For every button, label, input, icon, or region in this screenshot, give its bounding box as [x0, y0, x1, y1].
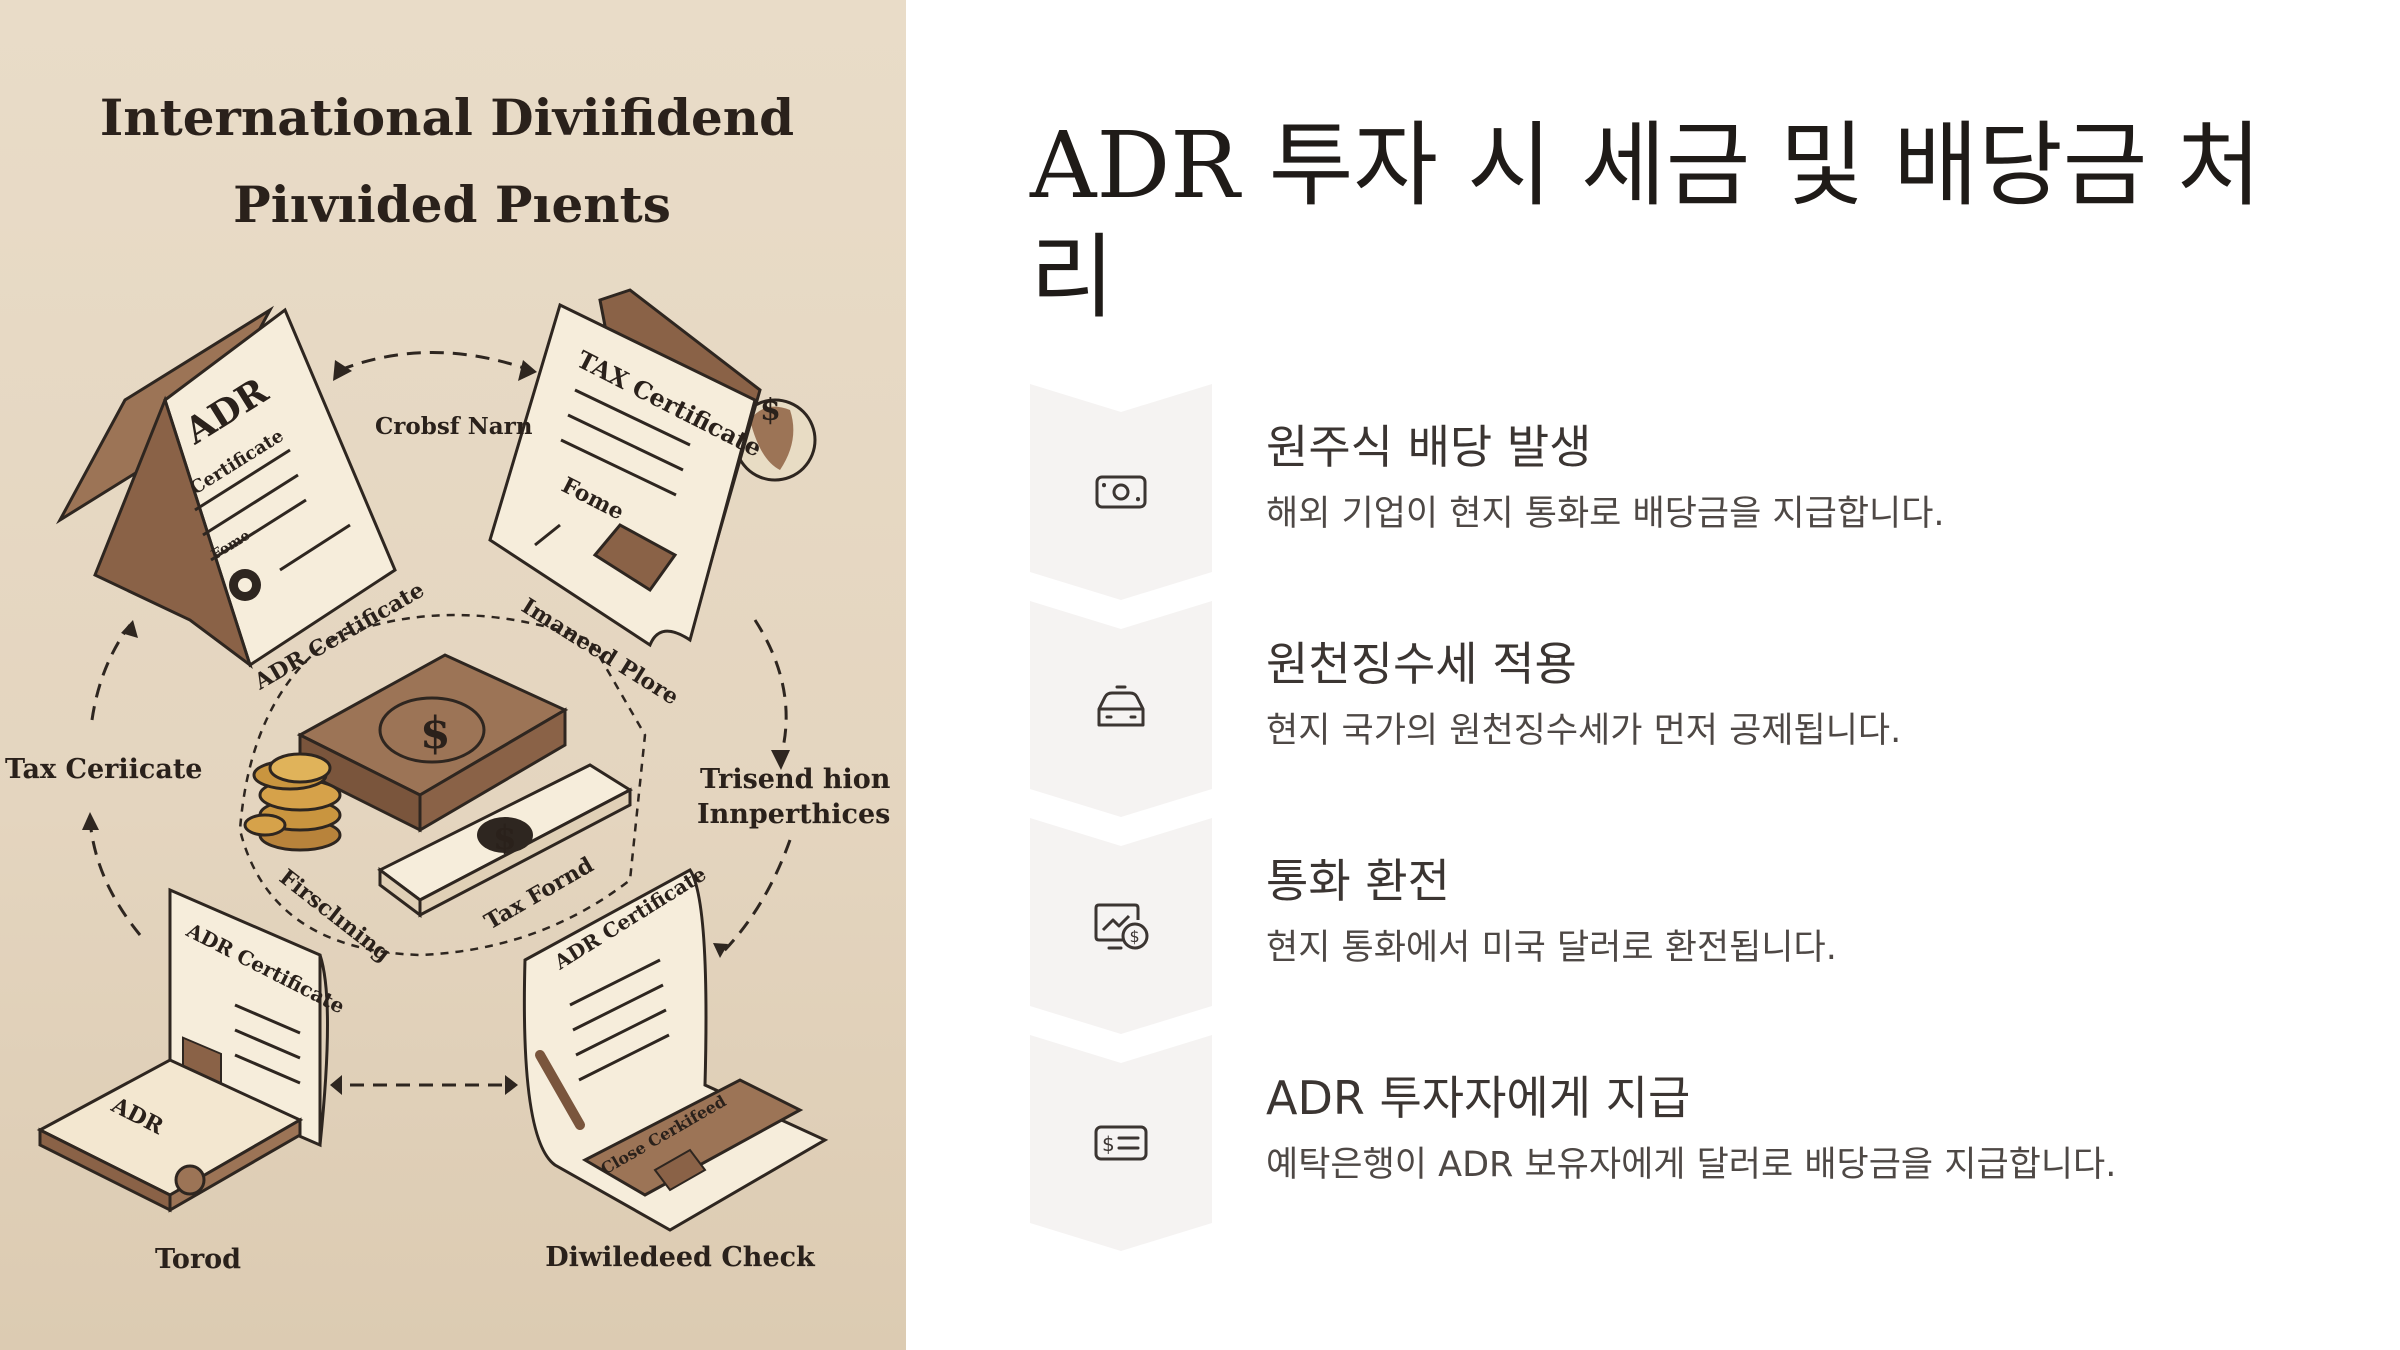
laptop-certificate: ADR ADR Certificate [36, 887, 349, 1213]
svg-text:$: $ [1102, 1132, 1115, 1156]
arrow-heads [82, 360, 790, 1095]
step-chevron [1030, 1035, 1212, 1251]
svg-text:$: $ [1130, 927, 1140, 946]
car-icon [1097, 685, 1145, 727]
banknote-icon [1095, 475, 1147, 509]
step-dividend-occurs: 원주식 배당 발생 해외 기업이 현지 통화로 배당금을 지급합니다. [1030, 384, 2360, 600]
illustration-panel: International Diviifidend Piıvıided Pıen… [0, 0, 906, 1350]
step-heading: ADR 투자자에게 지급 [1266, 1071, 1691, 1125]
top-arrow-label: Crobsf Narn [375, 413, 533, 440]
cycle-arrows [88, 351, 792, 1087]
left-cycle-label: Tax Ceriicate [5, 754, 203, 785]
right-cycle-label-2: Innperthices [697, 799, 890, 830]
step-adr-payout: $ ADR 투자자에게 지급 예탁은행이 ADR 보유자에게 달러로 배당금을 … [1030, 1035, 2360, 1251]
dollar-card-icon: $ [1094, 1125, 1148, 1161]
dividend-flow-illustration: International Diviifidend Piıvıided Pıen… [5, 88, 891, 1275]
coin-stack [243, 752, 342, 852]
illustration-title-line2: Piıvıided Pıents [233, 175, 671, 234]
step-withholding-tax: 원천징수세 적용 현지 국가의 원천징수세가 먼저 공제됩니다. [1030, 601, 2360, 817]
step-description: 해외 기업이 현지 통화로 배당금을 지급합니다. [1266, 494, 1945, 534]
svg-text:$: $ [420, 708, 451, 759]
step-description: 현지 국가의 원천징수세가 먼저 공제됩니다. [1266, 711, 1902, 751]
step-heading: 통화 환전 [1266, 854, 1450, 908]
step-heading: 원주식 배당 발생 [1266, 420, 1592, 474]
currency-exchange-icon: $ [1094, 903, 1149, 950]
adr-certificate-document: ADR Certificate Fome ADR Certificate [55, 305, 429, 696]
content-panel: ADR 투자 시 세금 및 배당금 처리 원주식 배당 발생 해외 기업이 현지… [1030, 0, 2360, 1350]
bottom-right-label: Diwiledeed Check [545, 1242, 816, 1273]
step-heading: 원천징수세 적용 [1266, 637, 1577, 691]
step-description: 현지 통화에서 미국 달러로 환전됩니다. [1266, 928, 1837, 968]
tax-certificate-document: $ TAX Certificate Fome Imaneed Plore [488, 288, 817, 710]
bottom-left-label: Torod [155, 1244, 241, 1275]
right-cycle-label-1: Trisend hion [700, 764, 891, 795]
svg-text:$: $ [760, 393, 781, 428]
dividend-check-document: ADR Certificate Close Cerkifeed [522, 862, 829, 1232]
page-title: ADR 투자 시 세금 및 배당금 처리 [1030, 112, 2262, 331]
svg-text:$: $ [493, 818, 517, 858]
money-stack: $ $ [296, 653, 634, 918]
illustration-title-line1: International Diviifidend [100, 88, 794, 147]
step-currency-exchange: $ 통화 환전 현지 통화에서 미국 달러로 환전됩니다. [1030, 818, 2360, 1034]
step-description: 예탁은행이 ADR 보유자에게 달러로 배당금을 지급합니다. [1266, 1145, 2117, 1185]
step-chevron [1030, 384, 1212, 600]
